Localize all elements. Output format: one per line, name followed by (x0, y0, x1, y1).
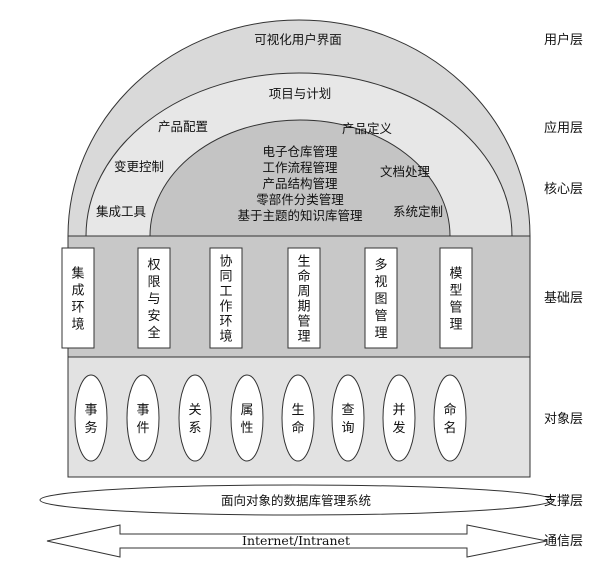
core-item: 工作流程管理 (262, 160, 338, 175)
foundation-box (287, 247, 321, 349)
user-layer-title: 可视化用户界面 (254, 32, 342, 47)
layer-label-application: 应用层 (544, 120, 583, 136)
foundation-box (61, 247, 95, 349)
layer-label-communication: 通信层 (544, 534, 583, 549)
foundation-box (439, 247, 473, 349)
layer-label-object: 对象层 (544, 412, 583, 427)
object-label: 查询 (341, 403, 354, 436)
layer-label-support: 支撑层 (544, 494, 583, 509)
core-layer-dome (149, 119, 451, 237)
layer-label-user: 用户层 (544, 32, 583, 48)
communication-layer-label: Internet/Intranet (242, 533, 350, 548)
object-ellipse (74, 374, 108, 462)
application-item: 集成工具 (96, 204, 147, 219)
object-ellipse (230, 374, 264, 462)
core-item: 产品结构管理 (262, 176, 338, 191)
core-item: 基于主题的知识库管理 (237, 208, 363, 223)
support-layer-ellipse (39, 484, 553, 516)
object-label: 事件 (136, 403, 149, 436)
application-item: 产品定义 (342, 121, 393, 136)
object-label: 属性 (240, 403, 253, 436)
foundation-box-label: 模型管理 (449, 267, 462, 333)
object-label: 生命 (291, 403, 304, 436)
object-ellipse (178, 374, 212, 462)
foundation-box-labels: 集成环境 权限与安全 协同工作环境 生命周期管理 多视图管理 模型管理 (71, 255, 462, 345)
support-layer-label: 面向对象的数据库管理系统 (221, 493, 371, 508)
foundation-box-label: 协同工作环境 (219, 255, 232, 345)
object-label: 命名 (443, 402, 456, 436)
application-item: 文档处理 (380, 164, 431, 179)
object-label: 关系 (188, 403, 201, 436)
foundation-box (364, 247, 398, 349)
object-ellipse (433, 374, 467, 462)
object-label: 事务 (84, 403, 97, 436)
application-layer-title: 项目与计划 (269, 86, 332, 101)
foundation-box (137, 247, 171, 349)
object-ellipse (126, 374, 160, 462)
core-item: 零部件分类管理 (256, 192, 344, 207)
object-ellipse (382, 374, 416, 462)
communication-double-arrow (46, 524, 548, 558)
object-label: 并发 (392, 403, 405, 436)
application-item: 产品配置 (158, 119, 208, 134)
foundation-box-label: 生命周期管理 (297, 255, 310, 345)
application-item: 系统定制 (393, 204, 443, 219)
core-item: 电子仓库管理 (262, 144, 338, 159)
object-ellipse (281, 374, 315, 462)
foundation-box-label: 多视图管理 (374, 257, 387, 341)
foundation-box-label: 权限与安全 (147, 257, 160, 341)
object-labels: 事务 事件 关系 属性 生命 查询 并发 命名 (84, 402, 456, 436)
foundation-box (209, 247, 243, 349)
layer-label-core: 核心层 (544, 182, 583, 197)
application-item: 变更控制 (114, 159, 164, 174)
object-ellipse (331, 374, 365, 462)
layer-label-foundation: 基础层 (544, 291, 583, 306)
foundation-box-label: 集成环境 (71, 266, 84, 333)
